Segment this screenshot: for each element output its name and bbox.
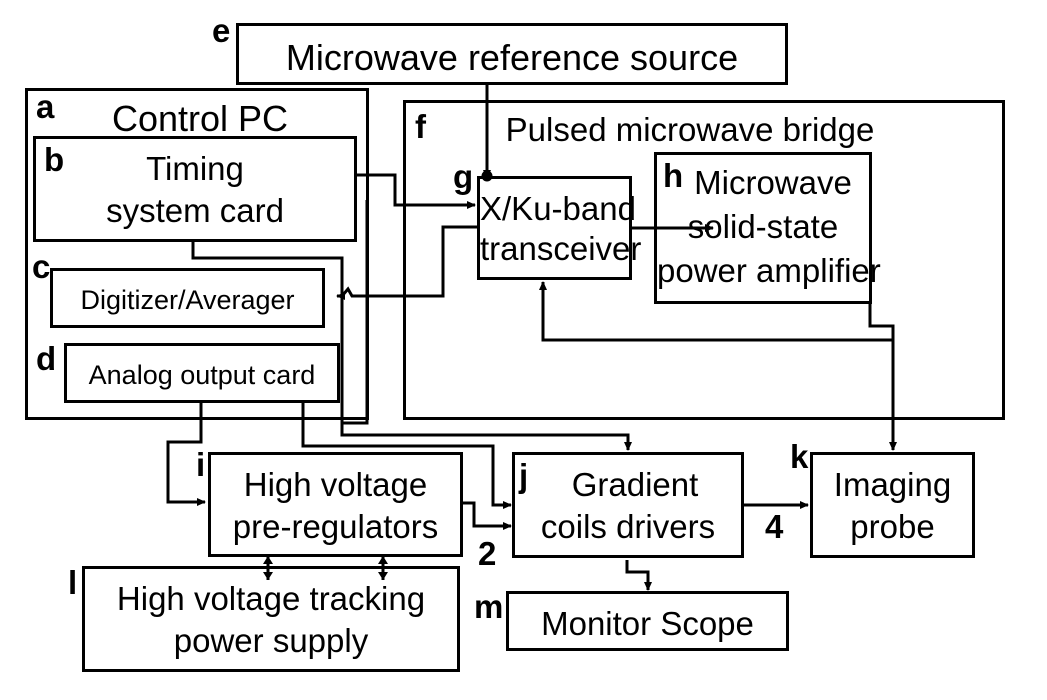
analog-output-card-block: Analog output card <box>64 343 340 403</box>
arrow-up-icon <box>378 556 388 564</box>
amplifier-line3: power amplifier <box>657 252 881 289</box>
monitor-scope-block: Monitor Scope <box>506 591 789 651</box>
pulsed-microwave-bridge-block <box>403 100 1005 420</box>
microwave-reference-source-block: Microwave reference source <box>236 23 788 85</box>
monitor-scope-label: Monitor Scope <box>541 605 754 642</box>
wire-analog-to-preregulators <box>166 400 206 506</box>
gradient-line1: Gradient <box>571 466 699 503</box>
wire-timing-to-gradient <box>191 240 632 451</box>
label-i: i <box>196 446 206 483</box>
tracking-power-supply-block: High voltage tracking power supply <box>82 566 460 672</box>
label-b: b <box>44 141 65 178</box>
high-voltage-preregulators-block: High voltage pre-regulators <box>208 452 463 557</box>
connection-count-4: 4 <box>765 508 784 545</box>
label-g: g <box>453 158 474 195</box>
control-pc-label: Control PC <box>111 98 289 139</box>
amplifier-line1: Microwave <box>694 164 852 201</box>
amplifier-line2: solid-state <box>687 208 839 245</box>
preregulators-line2: pre-regulators <box>232 508 439 545</box>
label-e: e <box>212 12 231 49</box>
pulsed-microwave-bridge-label: Pulsed microwave bridge <box>505 111 875 148</box>
arrow-down-icon <box>263 572 273 580</box>
label-m: m <box>474 588 504 625</box>
wire-amplifier-to-probe <box>868 303 897 451</box>
wire-feedback-to-transceiver <box>539 281 893 342</box>
timing-card-line1: Timing <box>146 150 244 187</box>
label-h: h <box>663 157 684 194</box>
timing-card-line2: system card <box>106 192 284 229</box>
digitizer-averager-label: Digitizer/Averager <box>80 285 295 315</box>
microwave-reference-source-label: Microwave reference source <box>285 37 739 78</box>
label-a: a <box>36 88 55 125</box>
control-pc-block <box>25 88 369 420</box>
wire-gradient-to-monitor <box>625 560 652 591</box>
arrow-up-icon <box>263 556 273 564</box>
arrow-down-icon <box>378 572 388 580</box>
tracking-supply-line2: power supply <box>173 622 369 659</box>
tracking-supply-line1: High voltage tracking <box>116 580 426 617</box>
wire-analog-to-gradient <box>301 400 512 509</box>
label-j: j <box>519 457 529 494</box>
transceiver-line1: X/Ku-band <box>480 190 636 227</box>
imaging-probe-line1: Imaging <box>833 466 952 503</box>
imaging-probe-line2: probe <box>850 508 935 545</box>
wire-timing-to-transceiver <box>357 173 476 209</box>
preregulators-line1: High voltage <box>243 466 428 503</box>
analog-output-card-label: Analog output card <box>88 360 316 390</box>
label-c: c <box>32 248 51 285</box>
digitizer-averager-block: Digitizer/Averager <box>50 268 325 328</box>
connection-count-2: 2 <box>478 535 497 572</box>
transceiver-line2: transceiver <box>480 230 642 267</box>
label-d: d <box>36 340 57 377</box>
power-amplifier-block: h Microwave solid-state power amplifier <box>654 152 881 304</box>
wire-preregulators-to-gradient <box>460 501 512 530</box>
gradient-coils-drivers-block: j Gradient coils drivers <box>512 452 744 558</box>
transceiver-block: X/Ku-band transceiver <box>477 176 642 280</box>
gradient-line2: coils drivers <box>540 508 716 545</box>
label-l: l <box>68 564 78 601</box>
imaging-probe-block: Imaging probe <box>810 452 975 558</box>
label-k: k <box>790 438 809 475</box>
label-f: f <box>415 108 426 145</box>
timing-system-card-block: b Timing system card <box>33 136 357 242</box>
